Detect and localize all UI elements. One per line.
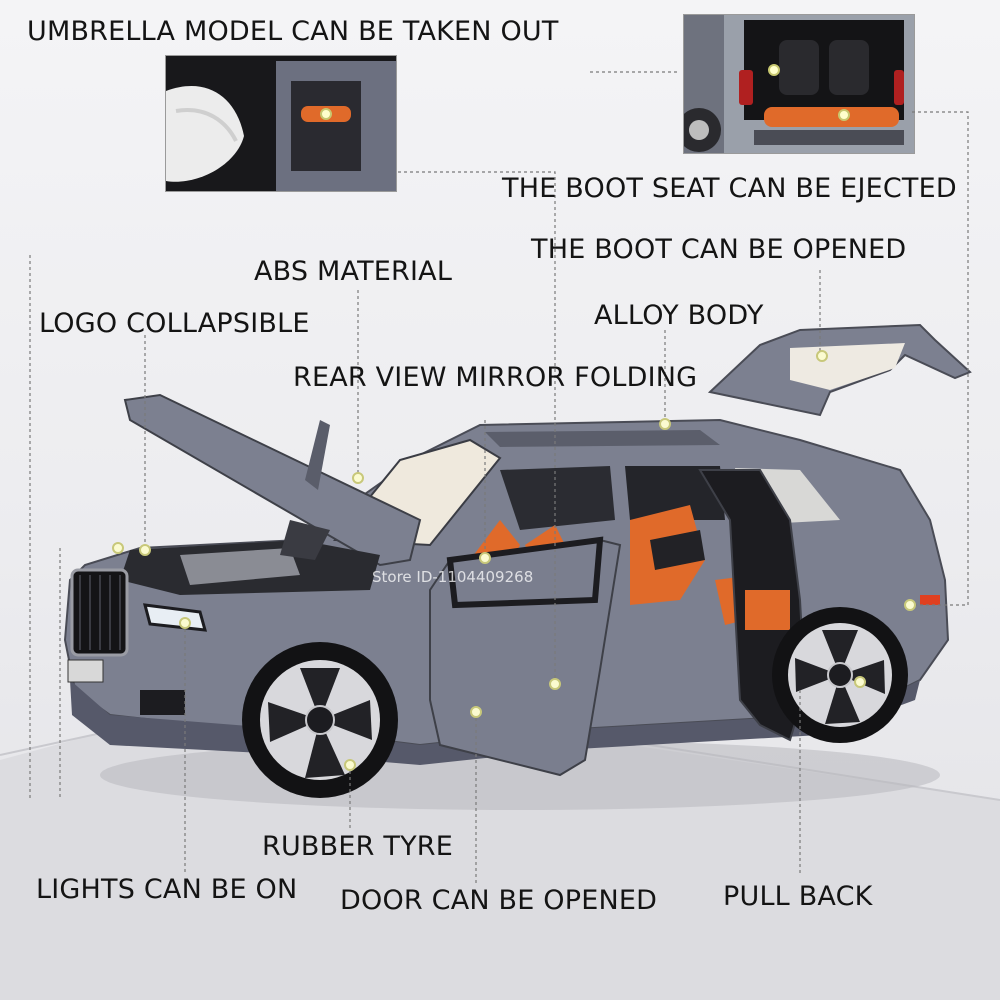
umbrella-detail-image (165, 55, 397, 192)
label-abs-material: ABS MATERIAL (254, 256, 453, 287)
label-boot-open: THE BOOT CAN BE OPENED (531, 234, 907, 265)
umbrella-detail-drawing (166, 56, 396, 191)
label-rubber-tyre: RUBBER TYRE (262, 831, 453, 862)
label-boot-seat: THE BOOT SEAT CAN BE EJECTED (502, 173, 957, 204)
label-pull-back: PULL BACK (723, 881, 873, 912)
label-lights: LIGHTS CAN BE ON (36, 874, 298, 905)
label-alloy-body: ALLOY BODY (594, 300, 764, 331)
label-mirror-folding: REAR VIEW MIRROR FOLDING (293, 362, 698, 393)
label-logo-collapsible: LOGO COLLAPSIBLE (39, 308, 310, 339)
label-door: DOOR CAN BE OPENED (340, 885, 658, 916)
watermark-text: Store ID-1104409268 (372, 568, 533, 586)
label-umbrella: UMBRELLA MODEL CAN BE TAKEN OUT (27, 16, 559, 47)
boot-seat-detail-drawing (684, 15, 914, 153)
boot-seat-detail-image (683, 14, 915, 154)
